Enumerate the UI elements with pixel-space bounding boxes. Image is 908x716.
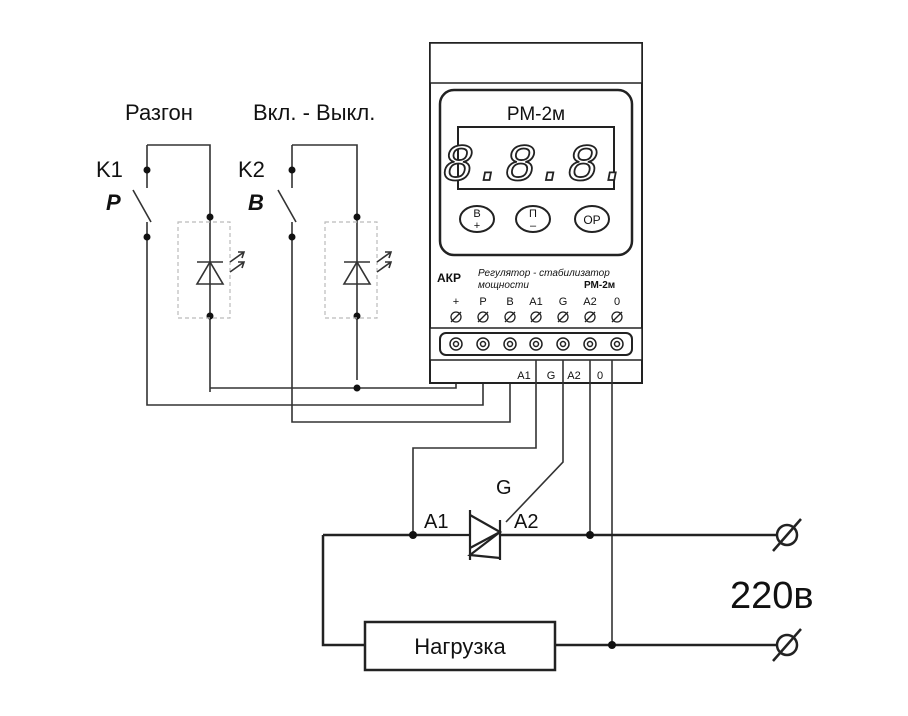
button-p-label: П <box>529 208 537 220</box>
terminal-screw-icons <box>450 311 623 323</box>
terminal-label: G <box>559 296 568 308</box>
device-description-model: РМ-2м <box>584 280 615 291</box>
terminal-label: B <box>506 296 513 308</box>
supply-terminal-bottom-icon <box>772 628 802 662</box>
triac-a1-label: A1 <box>424 511 448 533</box>
switch-k2-letter: B <box>248 190 264 215</box>
switch-k2-id: K2 <box>238 157 265 182</box>
load-box: Нагрузка <box>363 620 557 672</box>
switch-k1-title: Разгон <box>125 100 193 125</box>
triac-gate-label: G <box>496 477 512 499</box>
load-label: Нагрузка <box>414 634 506 659</box>
triac-a2-label: A2 <box>514 511 538 533</box>
device-description-2: мощности <box>478 280 529 291</box>
bottom-terminal-g: G <box>547 370 556 382</box>
button-b-label: В <box>473 208 480 220</box>
supply-terminal-top-icon <box>772 518 802 552</box>
button-plus-label: + <box>474 220 480 232</box>
button-p-minus[interactable]: П – <box>515 205 551 233</box>
switch-k1-letter: P <box>106 190 121 215</box>
device-description-1: Регулятор - стабилизатор <box>478 267 610 279</box>
terminal-label: A2 <box>583 296 596 308</box>
switch-k2-title: Вкл. - Выкл. <box>253 100 375 125</box>
terminal-label: A1 <box>529 296 542 308</box>
led-common-wire <box>210 360 457 389</box>
button-op[interactable]: ОР <box>574 205 610 233</box>
terminal-labels: + P B A1 G A2 0 <box>453 296 620 308</box>
triac-icon <box>450 510 503 560</box>
power-wiring <box>321 360 778 649</box>
display-digits: 8.8.8. <box>442 137 629 196</box>
supply-voltage-label: 220в <box>730 575 814 617</box>
display-title: РМ-2м <box>507 104 565 125</box>
terminal-label: + <box>453 296 459 308</box>
terminal-label: 0 <box>614 296 620 308</box>
led-k2-icon <box>342 251 393 285</box>
button-b-plus[interactable]: В + <box>459 205 495 233</box>
button-op-label: ОР <box>583 213 600 227</box>
button-minus-label: – <box>530 220 537 232</box>
bottom-terminal-0: 0 <box>597 370 603 382</box>
terminal-label: P <box>479 296 486 308</box>
bottom-terminal-a2: A2 <box>567 370 580 382</box>
switch-k2-circuit <box>277 144 511 423</box>
switch-k1-id: K1 <box>96 157 123 182</box>
regulator-device: РМ-2м 8.8.8. В + П – ОР АКР Регулятор - … <box>429 42 643 384</box>
terminal-block-screws <box>449 337 624 351</box>
led-k1-icon <box>195 251 246 285</box>
brand-logo: АКР <box>437 271 461 285</box>
bottom-terminal-a1: A1 <box>517 370 530 382</box>
